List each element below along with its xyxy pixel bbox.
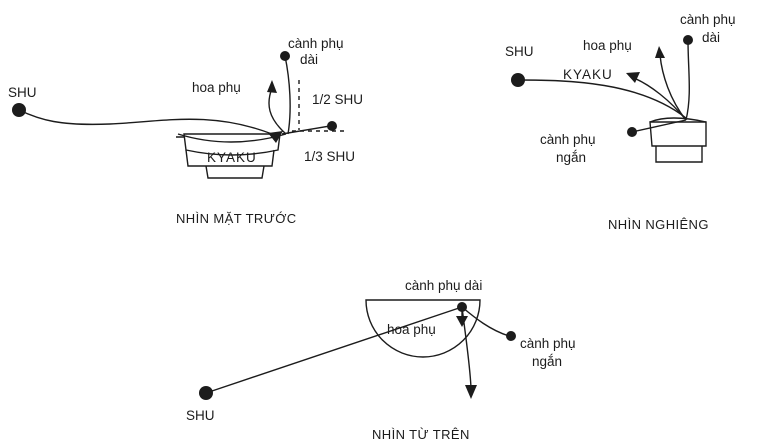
side-shu-dot bbox=[511, 73, 525, 87]
side-minor-flower-label: hoa phụ bbox=[583, 38, 632, 53]
side-minor-flower-stem bbox=[659, 54, 687, 121]
side-view: SHU cành phụ dài hoa phụ KYAKU cành phụ … bbox=[505, 12, 736, 232]
side-short-branch-dot bbox=[627, 127, 637, 137]
top-shu-label: SHU bbox=[186, 408, 215, 423]
front-minor-flower-arrow-icon bbox=[267, 80, 277, 93]
front-minor-flower-label: hoa phụ bbox=[192, 80, 241, 95]
front-shu-dot bbox=[12, 103, 26, 117]
side-caption: NHÌN NGHIÊNG bbox=[608, 217, 709, 232]
top-short-branch-label: cành phụ bbox=[520, 336, 576, 351]
front-long-branch-dot bbox=[280, 51, 290, 61]
side-long-branch-stem bbox=[685, 39, 690, 121]
front-kyaku-stem bbox=[281, 125, 331, 135]
front-third-shu-label: 1/3 SHU bbox=[304, 149, 355, 164]
front-caption: NHÌN MẶT TRƯỚC bbox=[176, 211, 297, 226]
front-kyaku-label: KYAKU bbox=[207, 150, 257, 165]
top-kyaku-stem bbox=[461, 306, 472, 389]
front-shu-stem bbox=[18, 109, 273, 135]
side-minor-flower-arrow-icon bbox=[655, 46, 665, 58]
top-caption: NHÌN TỪ TRÊN bbox=[372, 427, 470, 442]
front-view: SHU cành phụ dài hoa phụ 1/2 SHU 1/3 SHU… bbox=[8, 36, 363, 226]
top-container bbox=[365, 299, 481, 358]
side-long-branch-label-2: dài bbox=[702, 30, 720, 45]
side-container bbox=[649, 117, 707, 163]
side-kyaku-stem bbox=[633, 77, 687, 121]
top-short-branch-stem bbox=[461, 306, 510, 337]
side-short-branch-label: cành phụ bbox=[540, 132, 596, 147]
front-minor-flower-stem bbox=[268, 87, 287, 135]
side-kyaku-arrow-icon bbox=[626, 72, 640, 83]
side-short-branch-label-2: ngắn bbox=[556, 150, 586, 165]
front-long-branch-label-2: dài bbox=[300, 52, 318, 67]
side-shu-label: SHU bbox=[505, 44, 534, 59]
front-long-branch-label: cành phụ bbox=[288, 36, 344, 51]
top-minor-flower-label: hoa phụ bbox=[387, 322, 436, 337]
top-long-branch-label: cành phụ dài bbox=[405, 278, 482, 293]
side-shu-stem bbox=[517, 79, 687, 119]
top-short-branch-label-2: ngắn bbox=[532, 354, 562, 369]
front-shu-label: SHU bbox=[8, 85, 37, 100]
side-long-branch-dot bbox=[683, 35, 693, 45]
top-kyaku-arrow-icon bbox=[465, 385, 477, 399]
top-shu-stem bbox=[205, 306, 463, 394]
top-minor-flower-arrow-icon bbox=[456, 316, 468, 327]
front-container bbox=[176, 133, 287, 179]
top-view: cành phụ dài hoa phụ cành phụ ngắn SHU N… bbox=[186, 278, 576, 442]
front-kyaku-dot bbox=[327, 121, 337, 131]
front-long-branch-stem bbox=[284, 55, 291, 135]
top-short-branch-dot bbox=[506, 331, 516, 341]
side-long-branch-label: cành phụ bbox=[680, 12, 736, 27]
top-shu-dot bbox=[199, 386, 213, 400]
front-kyaku-arrow-icon bbox=[268, 131, 283, 143]
front-half-shu-label: 1/2 SHU bbox=[312, 92, 363, 107]
side-kyaku-label: KYAKU bbox=[563, 67, 613, 82]
